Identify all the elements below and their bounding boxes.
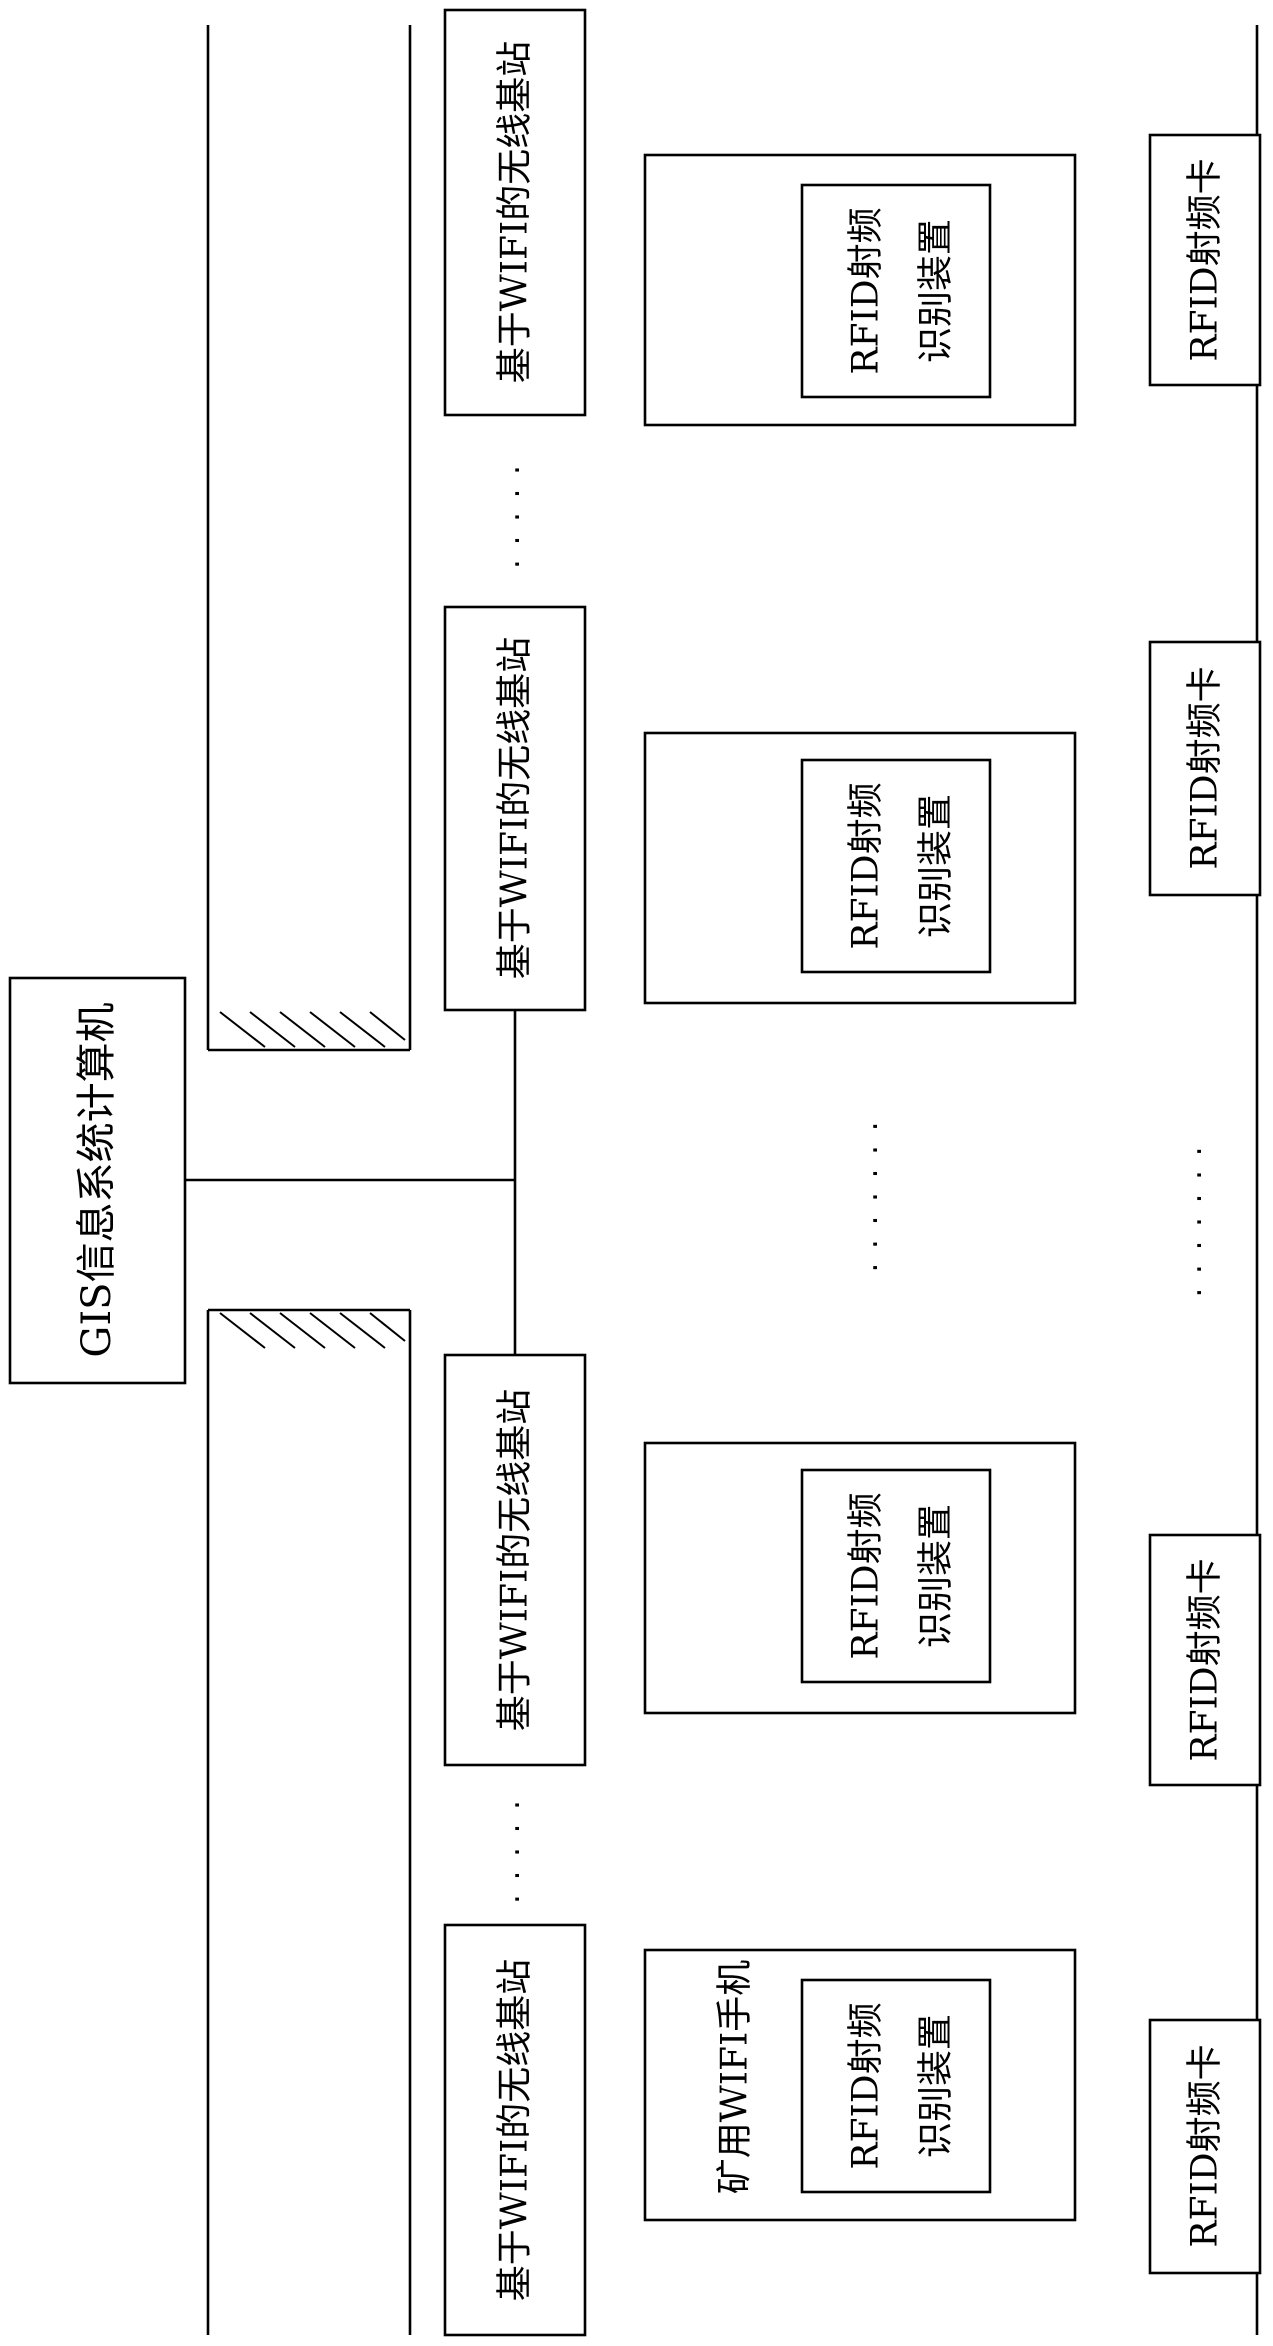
rfid-card-3: RFID射频卡: [1150, 1535, 1260, 1785]
rfid-device-label-line2: 识别装置: [916, 2014, 957, 2158]
base-station-1: 基于WIFI的无线基站: [445, 10, 585, 415]
base-station-label: 基于WIFI的无线基站: [495, 41, 536, 383]
base-station-label: 基于WIFI的无线基站: [495, 1959, 536, 2301]
rfid-device-label-line2: 识别装置: [916, 794, 957, 938]
rfid-device-label-line1: RFID射频: [846, 207, 887, 374]
base-station-3: 基于WIFI的无线基站: [445, 1355, 585, 1765]
rfid-card-1: RFID射频卡: [1150, 135, 1260, 385]
rfid-device-2: RFID射频 识别装置: [645, 733, 1075, 1003]
rfid-card-4: RFID射频卡: [1150, 2020, 1260, 2273]
base-station-label: 基于WIFI的无线基站: [495, 1389, 536, 1731]
hatch-marks-upper: [220, 1012, 405, 1047]
rfid-device-label-line1: RFID射频: [846, 2002, 887, 2169]
base-station-label: 基于WIFI的无线基站: [495, 637, 536, 979]
ellipsis-stations-upper: ·····: [501, 451, 536, 569]
rfid-device-label-line2: 识别装置: [916, 219, 957, 363]
rfid-device-1: RFID射频 识别装置: [645, 155, 1075, 425]
rfid-card-label: RFID射频卡: [1185, 2044, 1226, 2247]
ellipsis-cards: ·······: [1183, 1133, 1218, 1298]
rfid-device-3: RFID射频 识别装置: [645, 1443, 1075, 1713]
gis-computer-box: GIS信息系统计算机: [10, 978, 185, 1383]
rfid-device-label-line1: RFID射频: [846, 782, 887, 949]
rfid-device-label-line2: 识别装置: [916, 1504, 957, 1648]
rfid-device-label-line1: RFID射频: [846, 1492, 887, 1659]
connectors: [185, 1010, 515, 1355]
rfid-card-2: RFID射频卡: [1150, 642, 1260, 895]
base-station-2: 基于WIFI的无线基站: [445, 607, 585, 1010]
ellipsis-devices: ·······: [859, 1108, 894, 1273]
base-station-4: 基于WIFI的无线基站: [445, 1925, 585, 2335]
rfid-card-label: RFID射频卡: [1185, 666, 1226, 869]
mining-phone-label: 矿用WIFI手机: [715, 1960, 756, 2194]
rfid-card-label: RFID射频卡: [1185, 158, 1226, 361]
mining-phone-device: 矿用WIFI手机 RFID射频 识别装置: [645, 1950, 1075, 2220]
ellipsis-stations-lower: ·····: [501, 1786, 536, 1904]
rfid-card-label: RFID射频卡: [1185, 1558, 1226, 1761]
hatch-marks-lower: [220, 1313, 405, 1348]
gis-computer-label: GIS信息系统计算机: [74, 1002, 120, 1357]
